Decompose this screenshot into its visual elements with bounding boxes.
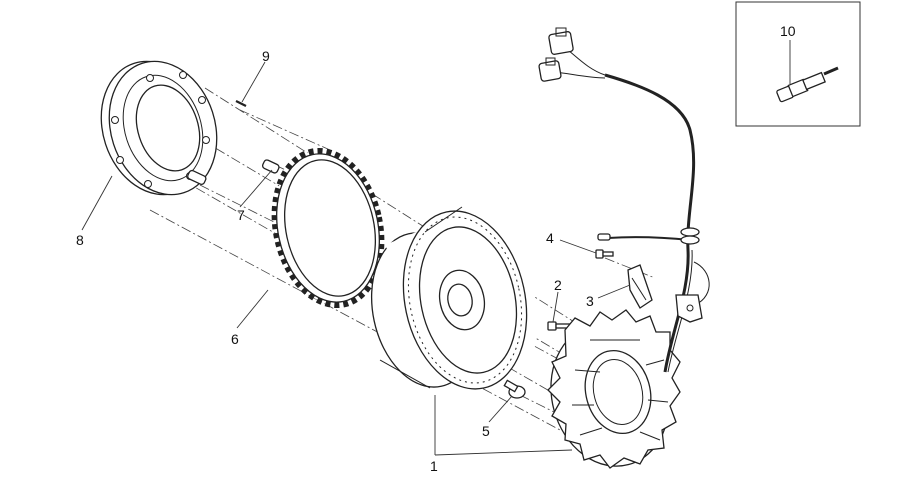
label-part-4: 4 <box>546 230 554 246</box>
leader-lines <box>81 40 791 456</box>
label-part-9: 9 <box>262 48 270 64</box>
stator <box>547 309 681 469</box>
pin-part-9 <box>235 100 247 107</box>
label-part-6: 6 <box>231 331 239 347</box>
inset-box <box>735 1 861 127</box>
flange-ring <box>100 60 218 196</box>
label-part-2: 2 <box>554 277 562 293</box>
bolt-part-5 <box>503 379 526 399</box>
label-part-1: 1 <box>430 458 438 474</box>
bracket-part-3 <box>627 264 653 309</box>
wiring-harness <box>538 27 710 373</box>
label-part-10: 10 <box>780 23 796 39</box>
bolt-part-2 <box>547 321 573 331</box>
spark-plug <box>776 66 839 103</box>
label-part-3: 3 <box>586 293 594 309</box>
part-labels: 1 2 3 4 5 6 7 8 9 10 <box>76 23 796 474</box>
screw-part-4 <box>595 249 614 259</box>
label-part-8: 8 <box>76 232 84 248</box>
dowel-pins-part-7 <box>187 159 280 185</box>
label-part-7: 7 <box>237 207 245 223</box>
ring-gear <box>271 147 385 309</box>
label-part-5: 5 <box>482 423 490 439</box>
flywheel-rotor <box>370 206 540 390</box>
